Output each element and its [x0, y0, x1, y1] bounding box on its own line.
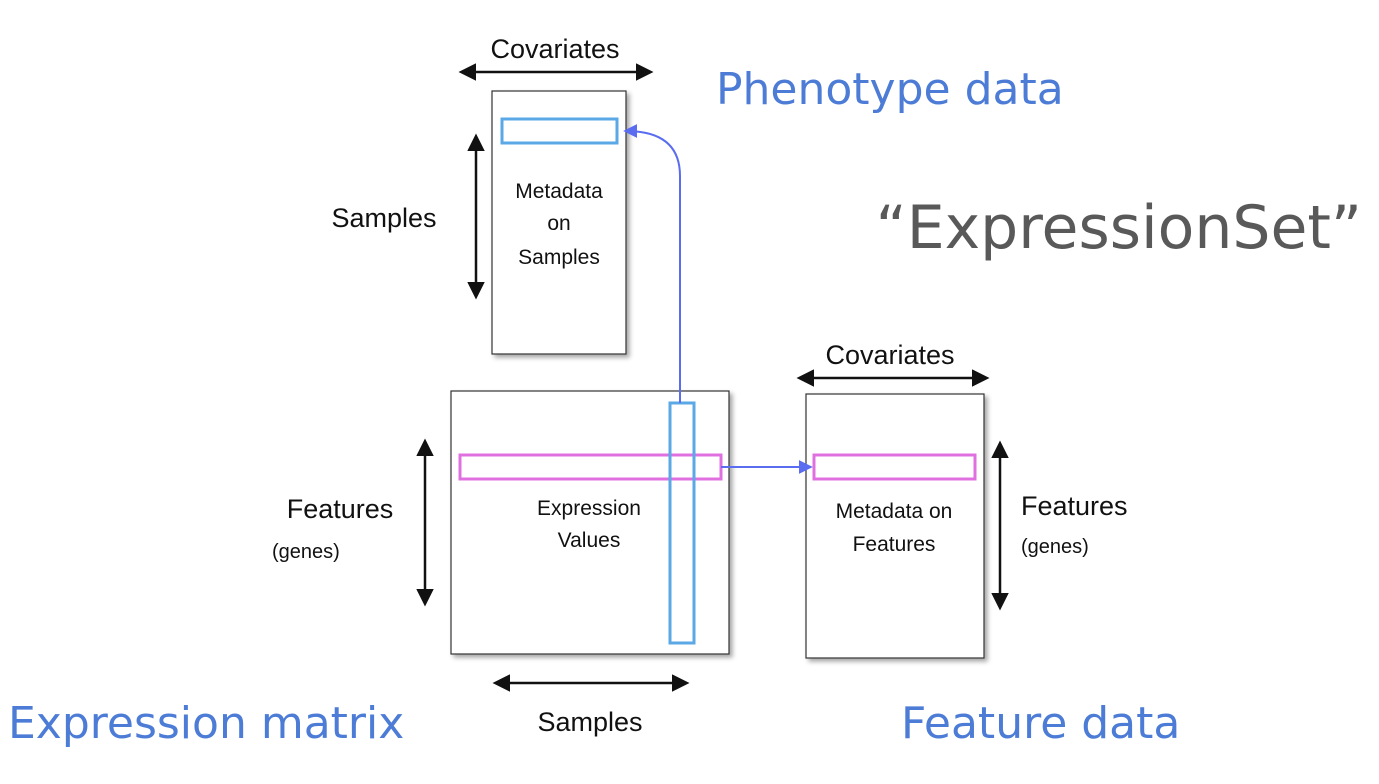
feature-data-title: Feature data: [901, 698, 1180, 749]
expression-panel: Expression Values Features (genes) Sampl…: [272, 390, 730, 737]
feature-covariates-label: Covariates: [825, 340, 954, 370]
pheno-box-line-3: Samples: [518, 246, 600, 269]
expression-samples-label: Samples: [537, 707, 642, 737]
expression-genes-label: (genes): [272, 541, 340, 563]
expressionset-title: “ExpressionSet”: [876, 193, 1362, 263]
feature-box-line-2: Features: [853, 533, 936, 556]
expression-matrix-title: Expression matrix: [8, 698, 404, 749]
feature-metadata-box: [805, 393, 985, 659]
feature-features-label: Features: [1021, 491, 1128, 521]
feature-row-highlight: [812, 453, 977, 481]
expression-values-box: [450, 390, 730, 655]
pheno-sample-highlight: [500, 117, 619, 145]
expression-box-line-1: Expression: [537, 497, 641, 520]
feature-box-line-1: Metadata on: [836, 500, 953, 523]
expression-box-line-2: Values: [558, 529, 621, 552]
expression-features-label: Features: [287, 494, 394, 524]
pheno-box-line-1: Metadata: [515, 180, 603, 203]
phenotype-panel: Covariates Metadata on Samples Samples: [331, 34, 654, 355]
pheno-samples-label: Samples: [331, 203, 436, 233]
pheno-covariates-label: Covariates: [490, 34, 619, 64]
pheno-metadata-box: [491, 90, 627, 355]
expression-sample-column-highlight: [668, 401, 696, 645]
pheno-box-line-2: on: [547, 212, 570, 235]
feature-genes-label: (genes): [1021, 536, 1089, 558]
phenotype-data-title: Phenotype data: [716, 64, 1064, 115]
feature-panel: Covariates Metadata on Features Features…: [796, 340, 1128, 659]
sample-to-phenotype-connector: [623, 124, 681, 403]
